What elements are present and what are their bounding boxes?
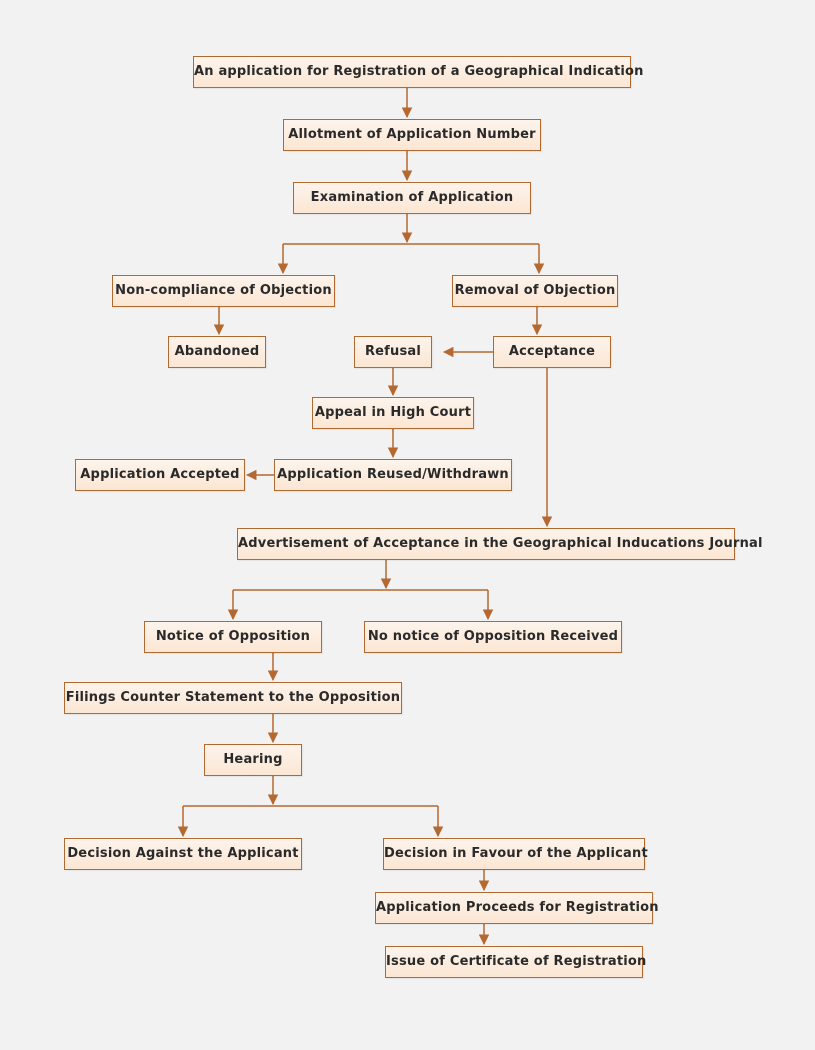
node-app-reused: Application Reused/Withdrawn	[274, 459, 512, 491]
node-removal: Removal of Objection	[452, 275, 618, 307]
node-decision-against: Decision Against the Applicant	[64, 838, 302, 870]
node-certificate: Issue of Certificate of Registration	[385, 946, 646, 978]
node-hearing: Hearing	[204, 744, 302, 776]
node-examination: Examination of Application	[293, 182, 531, 214]
node-appeal: Appeal in High Court	[312, 397, 474, 429]
node-refusal: Refusal	[354, 336, 432, 368]
node-decision-favour: Decision in Favour of the Applicant	[383, 838, 648, 870]
node-app-accepted: Application Accepted	[75, 459, 245, 491]
node-acceptance: Acceptance	[493, 336, 611, 368]
node-proceeds: Application Proceeds for Registration	[375, 892, 659, 924]
node-abandoned: Abandoned	[168, 336, 266, 368]
node-allotment: Allotment of Application Number	[283, 119, 541, 151]
node-no-notice: No notice of Opposition Received	[364, 621, 622, 653]
node-non-compliance: Non-compliance of Objection	[112, 275, 335, 307]
node-counter-statement: Filings Counter Statement to the Opposit…	[64, 682, 402, 714]
node-advertisement: Advertisement of Acceptance in the Geogr…	[237, 528, 762, 560]
node-application-gi: An application for Registration of a Geo…	[193, 56, 643, 88]
node-notice-opposition: Notice of Opposition	[144, 621, 322, 653]
